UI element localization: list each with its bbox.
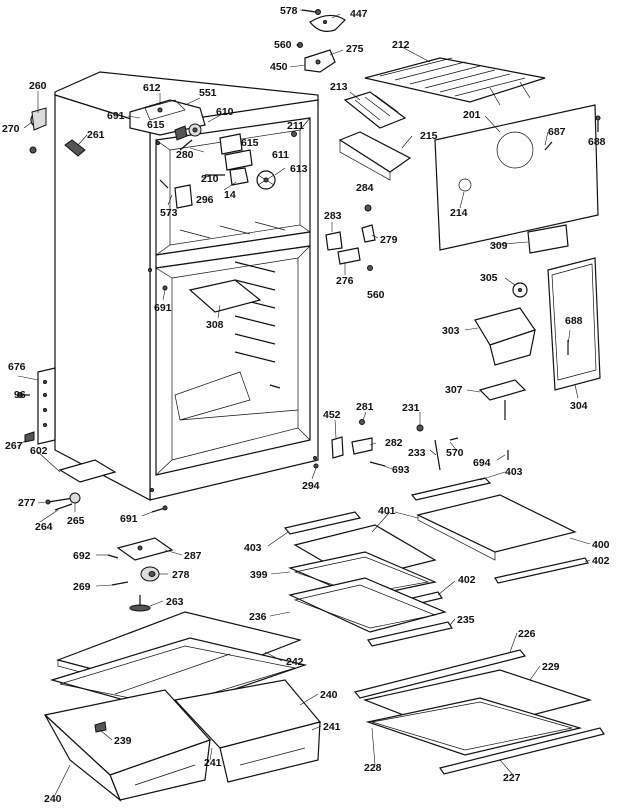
label-201: 201: [463, 109, 481, 121]
shelves: [283, 477, 605, 775]
control-housing: [129, 99, 297, 209]
label-560b: 560: [367, 289, 385, 301]
label-282: 282: [385, 437, 403, 449]
label-309: 309: [490, 240, 508, 252]
label-694: 694: [473, 457, 491, 469]
label-240: 240: [320, 689, 338, 701]
label-96: 96: [14, 389, 26, 401]
label-281: 281: [356, 401, 374, 413]
label-676: 676: [8, 361, 26, 373]
label-611: 611: [272, 149, 289, 161]
label-14: 14: [224, 189, 236, 201]
label-275: 275: [346, 43, 364, 55]
label-307: 307: [445, 384, 463, 396]
label-402: 402: [592, 555, 610, 567]
label-212: 212: [392, 39, 410, 51]
label-615: 615: [147, 119, 165, 131]
label-261: 261: [87, 129, 105, 141]
label-233: 233: [408, 447, 426, 459]
label-283: 283: [324, 210, 342, 222]
label-284: 284: [356, 182, 374, 194]
label-308: 308: [206, 319, 224, 331]
label-400: 400: [592, 539, 610, 551]
label-265: 265: [67, 515, 85, 527]
label-450: 450: [270, 61, 288, 73]
crisper-drawers: [43, 611, 322, 802]
part-labels: 578 447 560 275 450 212 260 612 551 213 …: [2, 5, 610, 805]
label-279: 279: [380, 234, 398, 246]
label-613: 613: [290, 163, 308, 175]
label-578: 578: [280, 5, 298, 17]
label-213: 213: [330, 81, 348, 93]
label-236: 236: [249, 611, 267, 623]
label-304: 304: [570, 400, 588, 412]
label-267: 267: [5, 440, 23, 452]
label-239: 239: [114, 735, 132, 747]
leader-lines: [17, 9, 591, 796]
label-688b: 688: [565, 315, 583, 327]
label-305: 305: [480, 272, 498, 284]
label-240b: 240: [44, 793, 62, 805]
label-452: 452: [323, 409, 341, 421]
label-260: 260: [29, 80, 47, 92]
label-280: 280: [176, 149, 194, 161]
label-691b: 691: [154, 302, 172, 314]
label-399: 399: [250, 569, 268, 581]
label-691c: 691: [120, 513, 138, 525]
label-277: 277: [18, 497, 36, 509]
label-241b: 241: [204, 757, 222, 769]
label-691: 691: [107, 110, 125, 122]
label-242: 242: [286, 656, 304, 668]
label-231: 231: [402, 402, 420, 414]
label-269: 269: [73, 581, 91, 593]
label-294: 294: [302, 480, 320, 492]
label-227: 227: [503, 772, 521, 784]
label-278: 278: [172, 569, 190, 581]
label-402b: 402: [458, 574, 476, 586]
label-270: 270: [2, 123, 20, 135]
label-264: 264: [35, 521, 53, 533]
loose-hardware: [107, 285, 319, 612]
label-403: 403: [505, 466, 523, 478]
label-215: 215: [420, 130, 438, 142]
label-560: 560: [274, 39, 292, 51]
label-551: 551: [199, 87, 217, 99]
label-610: 610: [216, 106, 234, 118]
label-214: 214: [450, 207, 468, 219]
label-687: 687: [548, 126, 566, 138]
label-612: 612: [143, 82, 161, 94]
label-276: 276: [336, 275, 354, 287]
label-403b: 403: [244, 542, 262, 554]
label-303: 303: [442, 325, 460, 337]
label-570: 570: [446, 447, 464, 459]
label-210: 210: [201, 173, 219, 185]
label-692: 692: [73, 550, 91, 562]
top-parts: [297, 9, 546, 271]
label-235: 235: [457, 614, 475, 626]
left-hardware: [17, 107, 117, 511]
label-688: 688: [588, 136, 606, 148]
label-602: 602: [30, 445, 48, 457]
label-226: 226: [518, 628, 536, 640]
label-241: 241: [323, 721, 341, 733]
label-263: 263: [166, 596, 184, 608]
label-296: 296: [196, 194, 214, 206]
label-287: 287: [184, 550, 202, 562]
label-615b: 615: [241, 137, 259, 149]
label-693: 693: [392, 464, 410, 476]
label-229: 229: [542, 661, 560, 673]
right-parts: [331, 104, 601, 471]
label-211: 211: [287, 120, 304, 132]
label-401: 401: [378, 505, 396, 517]
cabinet: [54, 71, 319, 501]
label-447: 447: [350, 8, 368, 20]
label-228: 228: [364, 762, 382, 774]
label-573: 573: [160, 207, 178, 219]
